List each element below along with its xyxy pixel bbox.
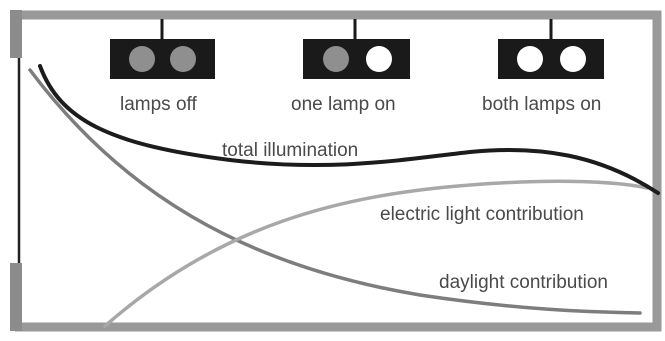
room-frame [15,10,662,332]
wall-upper-left [10,10,22,58]
curve-label-total: total illumination [222,140,358,161]
bulb-on-icon [366,46,392,72]
bulb-on-icon [517,46,543,72]
curve-label-electric: electric light contribution [380,204,584,225]
fixture-label-lamps-off: lamps off [120,94,197,115]
fixture-both-lamps-on [498,19,604,79]
fixture-body [110,39,215,79]
curve-label-daylight: daylight contribution [439,272,608,293]
electric-light-curve [103,179,649,328]
fixture-label-both-lamps-on: both lamps on [482,94,601,115]
bulb-off-icon [170,46,196,72]
daylight-curve [28,68,642,315]
bulb-off-icon [129,46,155,72]
fixture-body [303,39,410,79]
fixture-one-lamp-on [303,19,410,79]
fixture-body [498,39,604,79]
total-illumination-curve [38,64,660,195]
fixture-lamps-off [110,19,215,79]
fixture-label-one-lamp-on: one lamp on [291,94,396,115]
bulb-off-icon [323,46,349,72]
bulb-on-icon [560,46,586,72]
wall-lower-left [10,263,22,331]
